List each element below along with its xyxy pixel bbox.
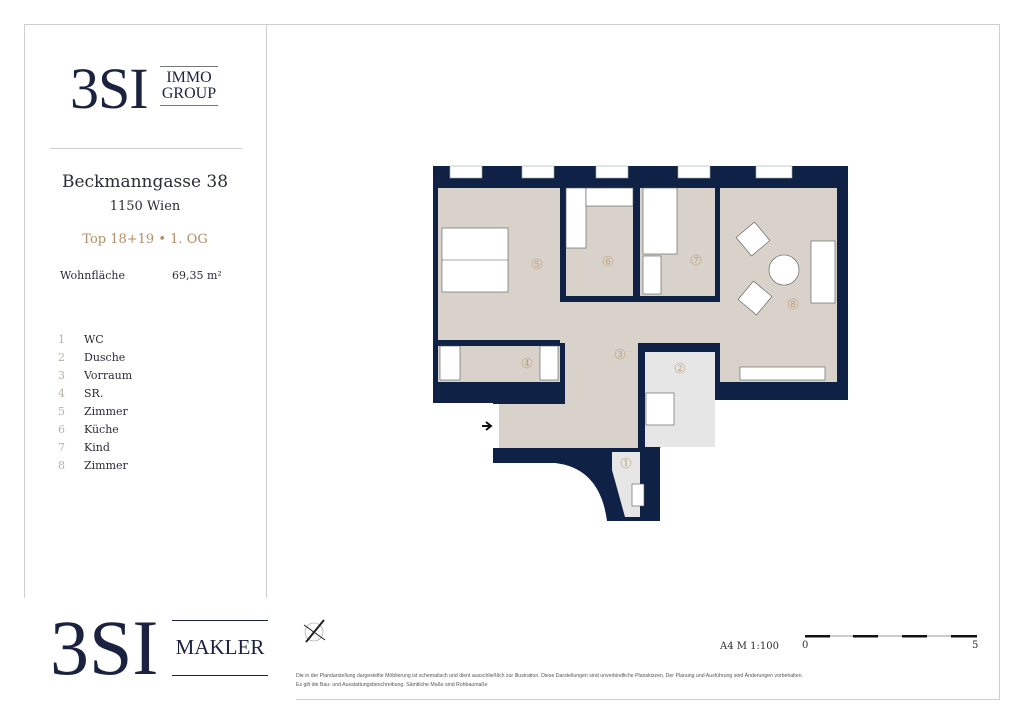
legend-num: 4 xyxy=(58,387,65,400)
makler-logo: 3SI MAKLER xyxy=(24,598,296,700)
wardrobe xyxy=(642,255,662,295)
room-num-1: 1 xyxy=(623,459,628,468)
scalebar-end: 5 xyxy=(972,640,979,651)
legend-num: 3 xyxy=(58,369,65,382)
makler-logo-sub: MAKLER xyxy=(172,620,268,676)
room-3-entry xyxy=(498,404,638,448)
legend-name: WC xyxy=(84,333,104,346)
legend-item: 5 Zimmer xyxy=(58,403,132,421)
disclaimer: Die in der Plandarstellung dargestellte … xyxy=(296,673,803,688)
room-num-6: 6 xyxy=(605,257,610,266)
kid-bed xyxy=(642,187,678,255)
room-num-7: 7 xyxy=(693,256,698,265)
kitchen-counter xyxy=(565,187,587,249)
legend-name: Küche xyxy=(84,423,119,436)
compass-icon xyxy=(303,619,326,643)
armchair xyxy=(737,280,773,316)
city: 1150 Wien xyxy=(109,199,181,214)
legend-item: 2 Dusche xyxy=(58,349,132,367)
unit-label: Top 18+19 • 1. OG xyxy=(82,232,208,247)
armchair xyxy=(735,221,771,257)
legend-item: 8 Zimmer xyxy=(58,457,132,475)
sofa xyxy=(810,240,836,304)
legend-num: 1 xyxy=(58,333,65,346)
room-num-2: 2 xyxy=(677,364,682,373)
room-num-3: 3 xyxy=(617,350,622,359)
legend-num: 2 xyxy=(58,351,65,364)
storage xyxy=(439,345,461,381)
makler-logo-main: 3SI xyxy=(50,604,159,691)
room-numbers: 5 6 7 8 3 4 2 1 xyxy=(521,254,799,469)
legend-item: 7 Kind xyxy=(58,439,132,457)
sideboard xyxy=(739,366,826,381)
page-frame xyxy=(24,24,1000,700)
legend-num: 5 xyxy=(58,405,65,418)
shower xyxy=(645,392,675,426)
scale-label: A4 M 1:100 xyxy=(720,641,779,652)
furniture xyxy=(439,187,836,507)
area-value: 69,35 m² xyxy=(172,269,222,282)
entry-arrow-icon xyxy=(482,421,493,431)
room-3-hall xyxy=(560,302,720,343)
scalebar-start: 0 xyxy=(802,640,809,651)
legend-item: 4 SR. xyxy=(58,385,132,403)
legend-item: 1 WC xyxy=(58,331,132,349)
logo-sub: IMMO GROUP xyxy=(160,66,218,106)
storage xyxy=(539,345,559,381)
header-divider xyxy=(50,148,242,149)
legend-name: Dusche xyxy=(84,351,126,364)
logo-main: 3SI xyxy=(70,56,149,121)
legend-num: 8 xyxy=(58,459,65,472)
toilet xyxy=(631,483,645,507)
windows xyxy=(449,165,793,179)
street-address: Beckmanngasse 38 xyxy=(61,172,229,192)
table xyxy=(768,254,800,286)
legend-name: SR. xyxy=(84,387,104,400)
legend-name: Zimmer xyxy=(84,459,128,472)
legend-name: Zimmer xyxy=(84,405,128,418)
room-num-5: 5 xyxy=(534,260,539,269)
sidebar-divider xyxy=(266,24,267,600)
room-num-4: 4 xyxy=(524,359,529,368)
legend-name: Vorraum xyxy=(84,369,133,382)
legend-num: 7 xyxy=(58,441,65,454)
legend-name: Kind xyxy=(84,441,110,454)
area-label: Wohnfläche xyxy=(60,269,126,282)
scale-bar xyxy=(805,635,977,638)
room-num-8: 8 xyxy=(790,300,795,309)
legend-item: 3 Vorraum xyxy=(58,367,132,385)
legend-num: 6 xyxy=(58,423,65,436)
legend-item: 6 Küche xyxy=(58,421,132,439)
